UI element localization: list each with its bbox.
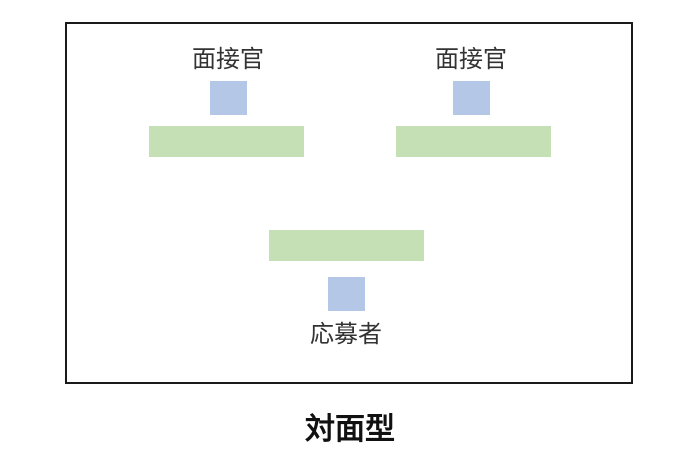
interviewer-label-2: 面接官 (435, 45, 507, 73)
diagram-title: 対面型 (305, 412, 395, 447)
applicant-desk (269, 230, 424, 261)
interviewer-desk-2 (396, 126, 551, 157)
interviewer-label-1: 面接官 (192, 45, 264, 73)
interviewer-person-icon-2 (453, 81, 490, 115)
applicant-person-icon (328, 277, 365, 311)
interviewer-desk-1 (149, 126, 304, 157)
applicant-label: 応募者 (310, 320, 382, 348)
diagram-frame (65, 22, 633, 384)
interviewer-person-icon-1 (210, 81, 247, 115)
